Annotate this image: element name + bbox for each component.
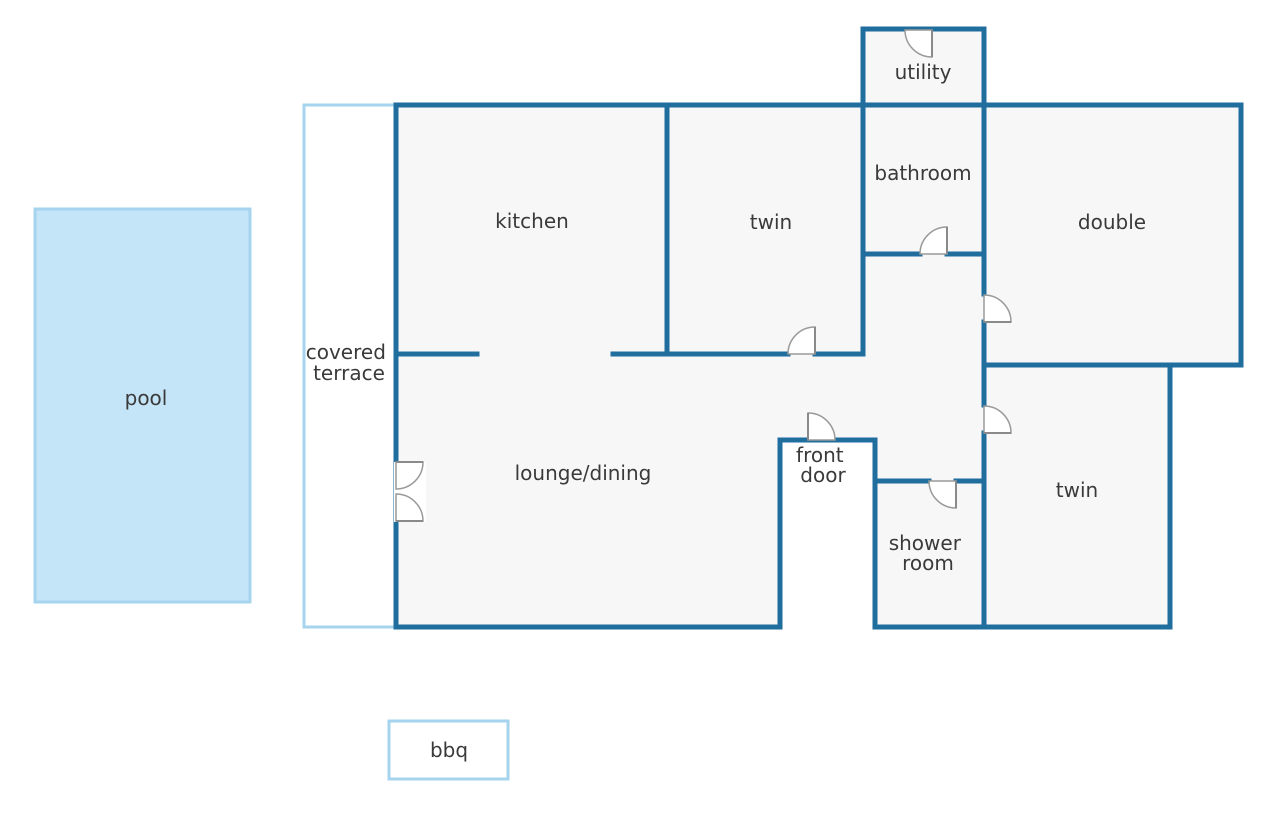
bathroom-door — [919, 226, 948, 255]
utility-door — [904, 29, 933, 58]
outer-wall — [393, 102, 1244, 630]
front-door-line-2: door — [800, 463, 846, 487]
kitchen-label: kitchen — [495, 209, 569, 233]
doors — [394, 29, 1012, 522]
shower-room-line-2: room — [902, 551, 954, 575]
bbq: bbq — [387, 719, 510, 781]
covered-terrace-line-1: covered — [306, 340, 386, 364]
shower-room-door — [928, 480, 957, 509]
double-room-door — [983, 294, 1012, 323]
bbq-label: bbq — [430, 738, 468, 762]
twin-bottom-door — [983, 405, 1012, 434]
shower-room-line-1: shower — [889, 531, 962, 555]
utility-label: utility — [895, 60, 952, 84]
walls — [393, 26, 1244, 630]
covered-terrace: covered terrace — [302, 103, 399, 629]
pool-label: pool — [125, 386, 168, 410]
floor-fill — [396, 29, 1241, 627]
twin-top-label: twin — [750, 210, 792, 234]
bathroom-label: bathroom — [874, 161, 971, 185]
front-door-line-1: front — [796, 443, 844, 467]
pool: pool — [33, 207, 252, 604]
twin-bottom-label: twin — [1056, 478, 1098, 502]
twin-top-door — [787, 326, 816, 355]
shower-room-label: shower room — [889, 531, 968, 575]
front-door — [807, 412, 836, 441]
covered-terrace-line-2: terrace — [313, 361, 385, 385]
front-door-label: front door — [796, 443, 850, 487]
covered-terrace-label: covered terrace — [306, 340, 393, 385]
utility-wall — [860, 26, 987, 108]
double-label: double — [1078, 210, 1146, 234]
lounge-dining-label: lounge/dining — [515, 461, 652, 485]
terrace-double-door — [394, 461, 426, 522]
